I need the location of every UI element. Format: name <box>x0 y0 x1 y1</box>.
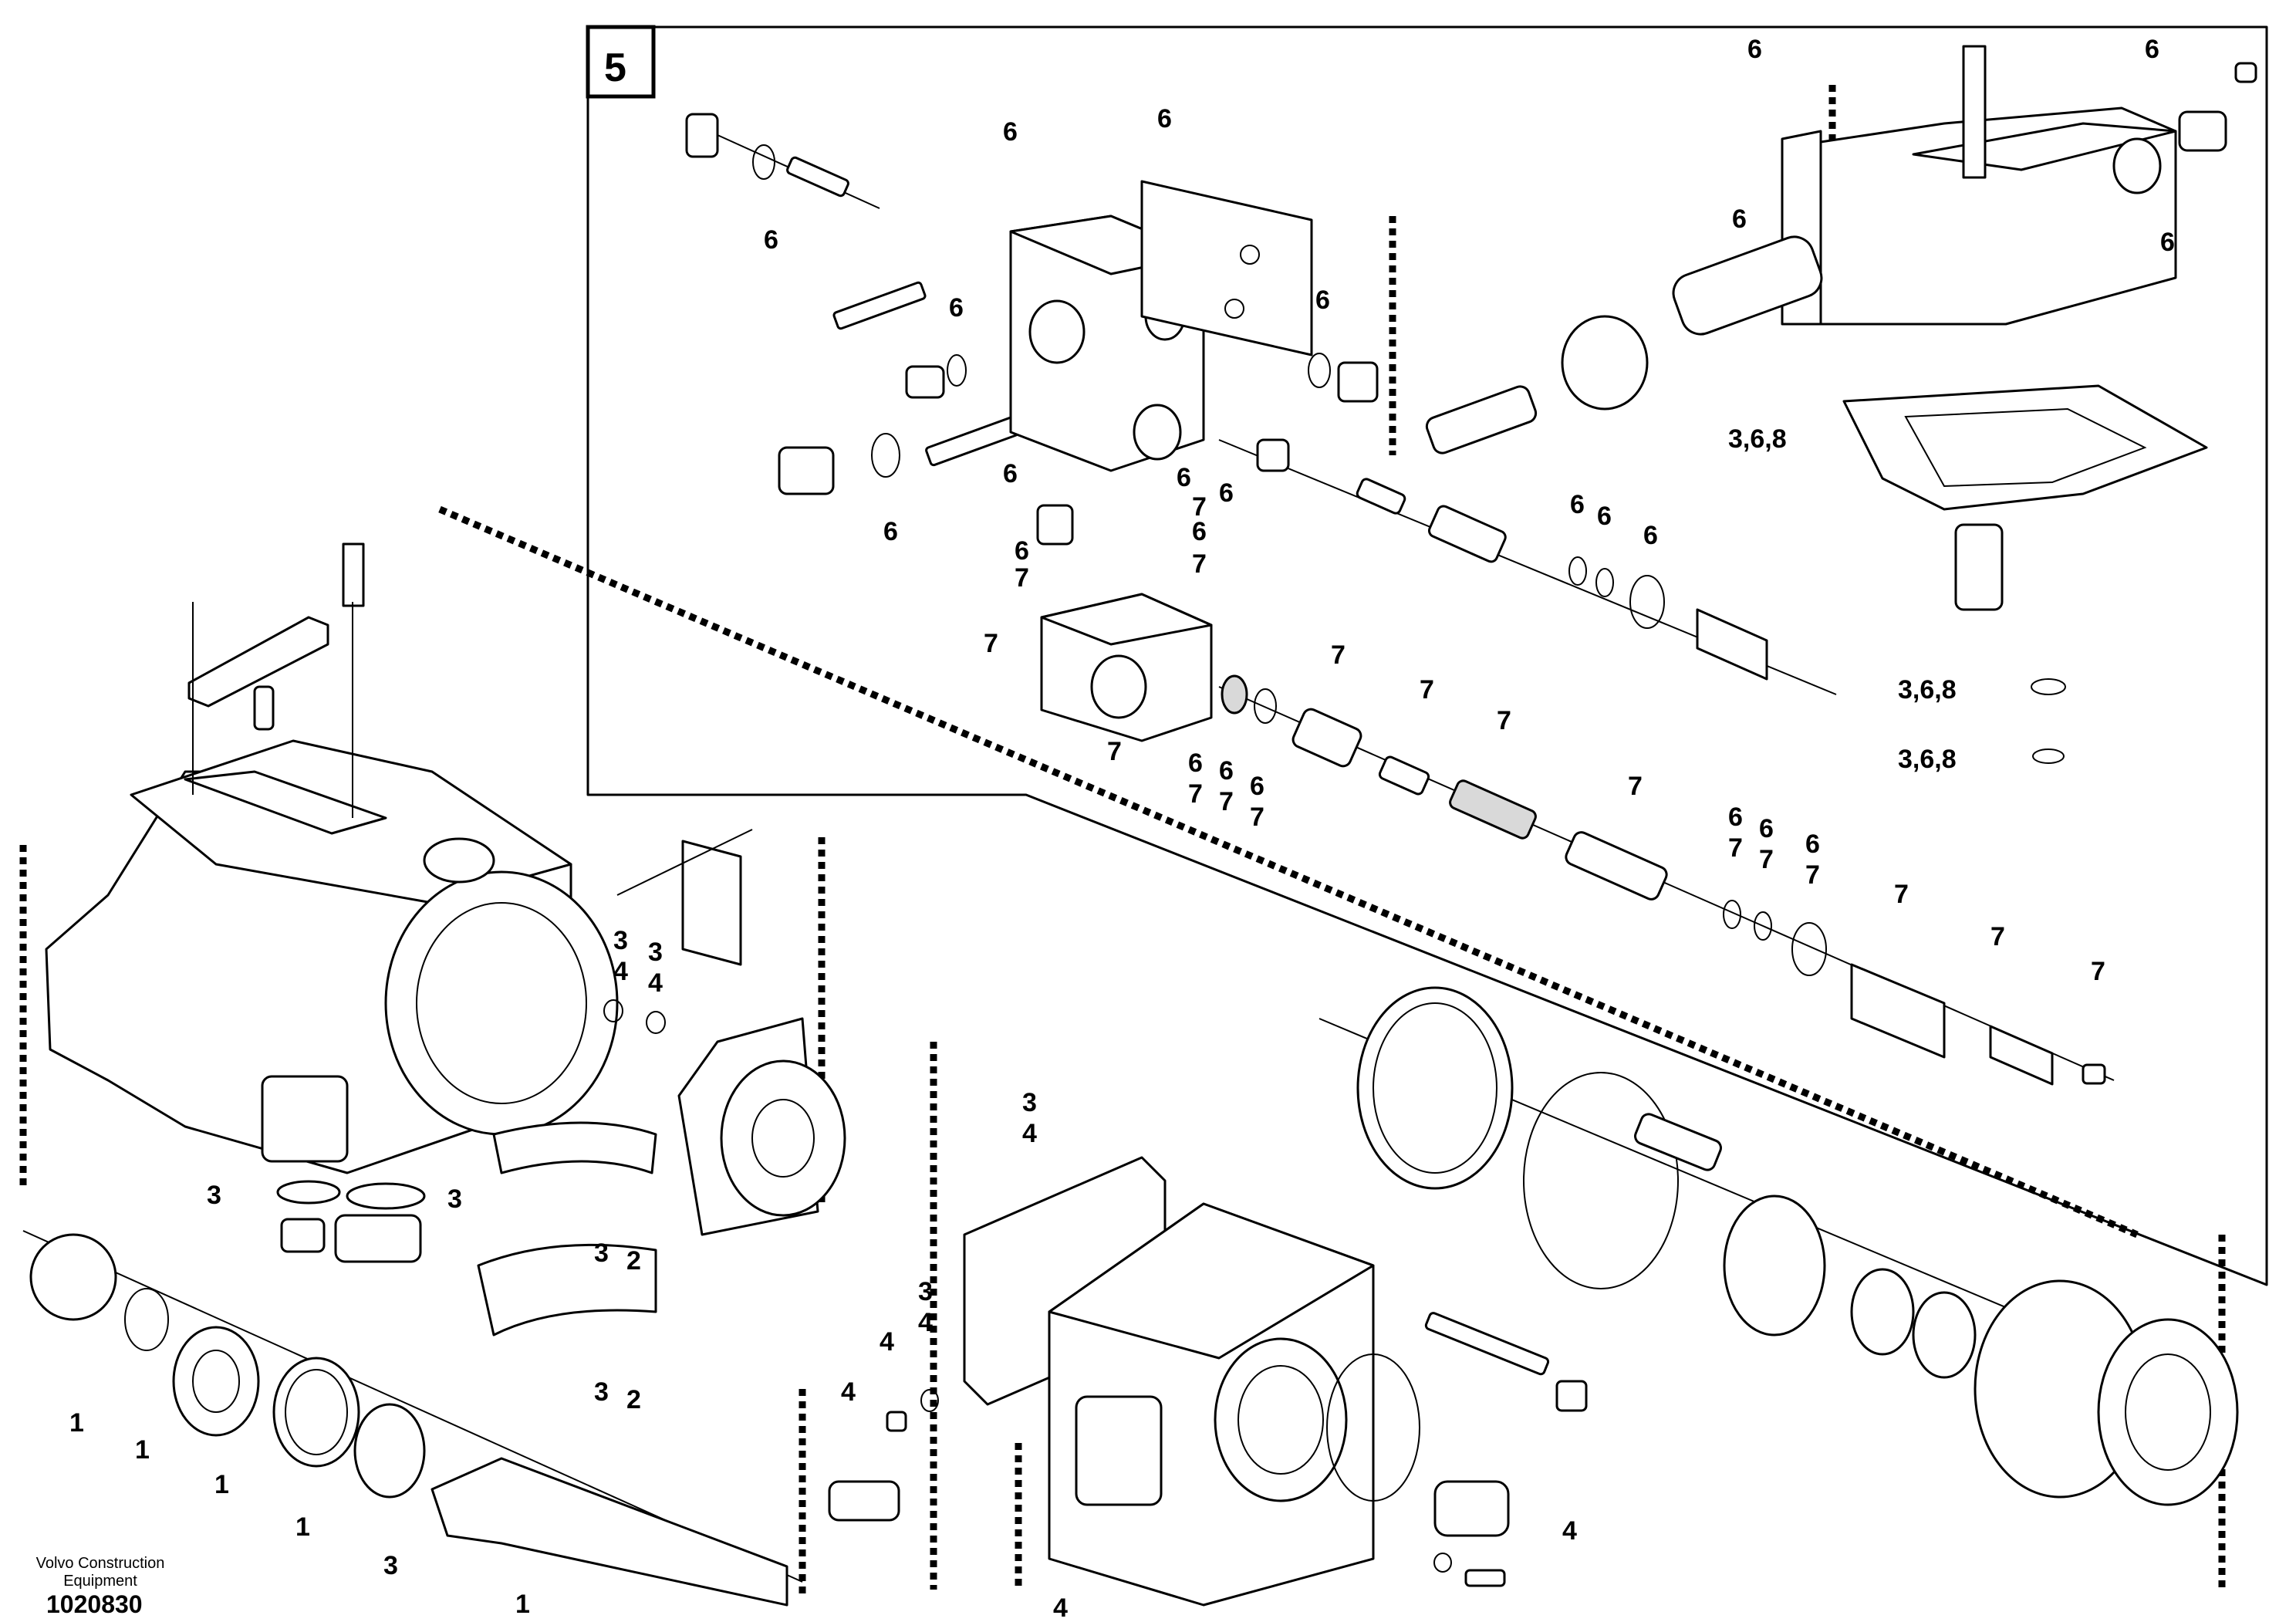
callout-label: 3 <box>648 938 663 967</box>
callout-label: 7 <box>1015 563 1029 593</box>
callout-label: 1 <box>135 1435 150 1465</box>
callout-label: 4 <box>613 957 628 986</box>
callout-label: 1 <box>214 1470 229 1499</box>
callout-label: 6 <box>1219 756 1234 786</box>
callout-label: 6 <box>1015 536 1029 566</box>
callout-label: 7 <box>1331 640 1346 670</box>
callout-label: 3 <box>383 1551 398 1580</box>
callout-label: 7 <box>1894 880 1909 909</box>
callout-label: 6 <box>1250 772 1264 801</box>
callout-label: 6 <box>949 293 964 323</box>
callout-label: 6 <box>1219 478 1234 508</box>
callout-label: 7 <box>1805 860 1820 890</box>
callout-label: 6 <box>1759 814 1774 843</box>
callout-label: 3,6,8 <box>1728 424 1787 454</box>
callout-label: 4 <box>1562 1516 1577 1546</box>
callout-label: 6 <box>1732 204 1747 234</box>
callout-label: 1 <box>515 1590 530 1619</box>
callout-label: 6 <box>2145 35 2159 64</box>
callout-label: 6 <box>1728 803 1743 832</box>
callout-label: 7 <box>1192 492 1207 522</box>
callout-label: 6 <box>1570 490 1585 519</box>
callout-label: 1 <box>295 1512 310 1542</box>
callout-label: 7 <box>1188 779 1203 809</box>
callout-label: 4 <box>880 1327 894 1357</box>
callout-label: 4 <box>918 1308 933 1337</box>
figure-number: 1020830 <box>46 1590 143 1618</box>
pump-block <box>828 1156 1588 1607</box>
rotating-group <box>1319 986 2239 1506</box>
callout-label: 6 <box>1192 517 1207 546</box>
callout-label: 6 <box>1805 830 1820 859</box>
callout-label: 6 <box>1643 521 1658 550</box>
callout-label: 7 <box>1250 803 1264 832</box>
callout-label: 3,6,8 <box>1898 745 1957 774</box>
inset-number: 5 <box>604 46 626 90</box>
callout-label: 7 <box>1192 549 1207 579</box>
callout-label: 6 <box>1157 104 1172 133</box>
callout-label: 7 <box>1628 772 1643 801</box>
callout-label: 2 <box>626 1385 641 1414</box>
callout-label: 7 <box>984 629 998 658</box>
callout-label: 4 <box>1053 1593 1068 1622</box>
callout-label: 6 <box>883 517 898 546</box>
callout-label: 6 <box>1315 286 1330 315</box>
company-name-line1: Volvo Construction <box>36 1555 165 1572</box>
callout-label: 6 <box>1597 502 1612 531</box>
control-valve-parts <box>685 45 2257 1086</box>
callout-label: 6 <box>764 225 778 255</box>
pump-housing <box>45 542 846 1336</box>
shaft-assembly <box>22 1230 803 1607</box>
callout-label: 4 <box>1022 1119 1037 1148</box>
callout-label: 6 <box>2160 228 2175 257</box>
callout-label: 7 <box>1990 922 2005 951</box>
inset-frame: 5 <box>586 25 2268 1286</box>
callout-label: 3 <box>447 1184 462 1214</box>
callout-label: 7 <box>1219 787 1234 816</box>
callout-label: 3 <box>207 1181 221 1210</box>
footer: Volvo Construction Equipment 1020830 <box>36 1555 165 1618</box>
callout-label: 3 <box>594 1238 609 1268</box>
callout-label: 7 <box>1107 737 1122 766</box>
callout-label: 2 <box>626 1246 641 1276</box>
callout-label: 6 <box>1188 748 1203 778</box>
callout-label: 6 <box>1003 459 1018 488</box>
callout-label: 7 <box>1728 833 1743 863</box>
callout-label: 3 <box>594 1377 609 1407</box>
callout-label: 6 <box>1177 463 1191 492</box>
callout-label: 7 <box>1420 675 1434 705</box>
callout-label: 4 <box>648 968 663 998</box>
callout-label: 7 <box>1497 706 1511 735</box>
callout-label: 7 <box>2091 957 2105 986</box>
callout-label: 3 <box>1022 1088 1037 1117</box>
callout-label: 7 <box>1759 845 1774 874</box>
company-name-line2: Equipment <box>63 1573 137 1590</box>
callout-label: 3 <box>613 926 628 955</box>
callout-label: 3 <box>918 1277 933 1306</box>
callout-label: 4 <box>841 1377 856 1407</box>
callout-label: 6 <box>1747 35 1762 64</box>
callout-label: 3,6,8 <box>1898 675 1957 705</box>
callout-label: 6 <box>1003 117 1018 147</box>
callout-label: 1 <box>69 1408 84 1438</box>
callout-labels: 6 6 6 6 6 6 6 6 6 6 6 7 7 7 7 7 6 7 6 7 … <box>69 35 2175 1622</box>
